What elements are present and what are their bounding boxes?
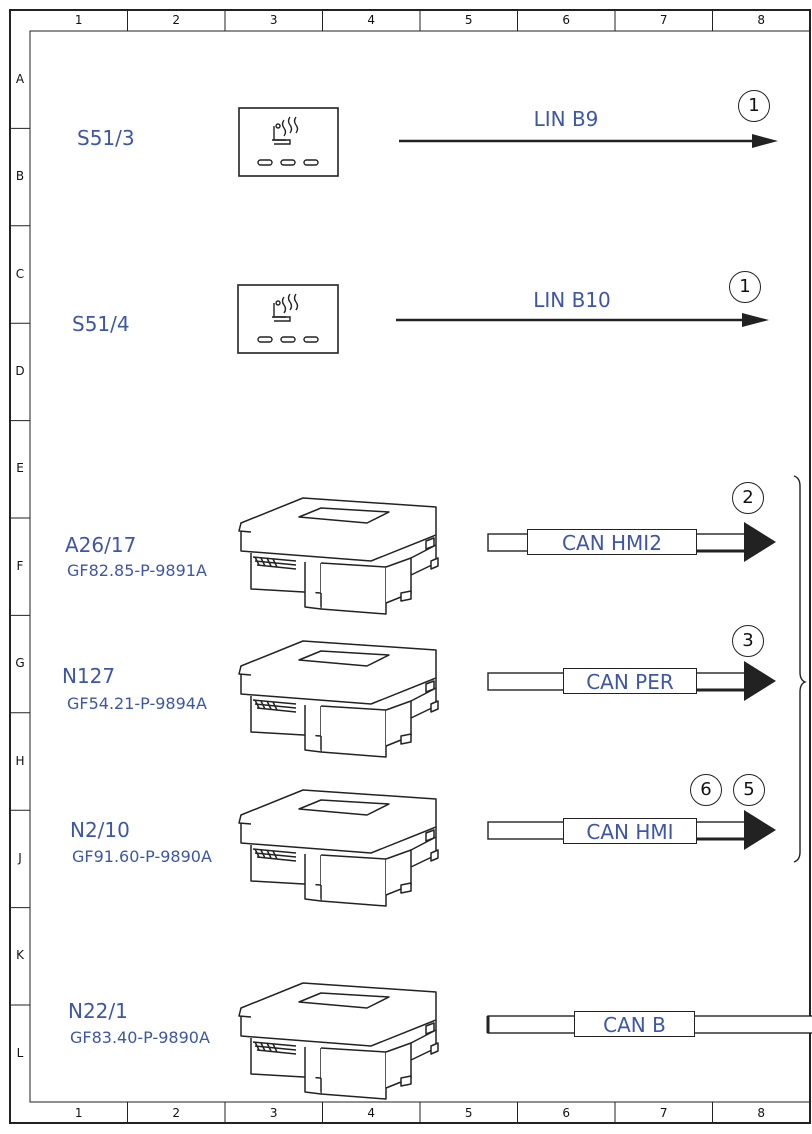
component-id-n22-1: N22/1	[68, 999, 128, 1023]
control-unit-n127-symbol	[238, 640, 439, 758]
grid-tick-lines	[10, 10, 713, 1123]
column-label-top: 6	[562, 13, 571, 27]
row-label: B	[15, 169, 25, 184]
column-label-bottom: 6	[562, 1106, 571, 1120]
control-unit-a26-17-symbol	[238, 497, 439, 615]
column-label-bottom: 2	[172, 1106, 181, 1120]
row-label: D	[15, 363, 25, 378]
column-label-top: 1	[74, 13, 83, 27]
component-id-s51-4: S51/4	[72, 312, 130, 336]
right-brace	[793, 475, 807, 863]
row-label: K	[16, 948, 24, 963]
row-label: C	[15, 266, 25, 281]
column-label-top: 7	[659, 13, 668, 27]
component-id-s51-3: S51/3	[77, 126, 135, 150]
lin-b9-line	[399, 134, 778, 148]
column-label-bottom: 7	[659, 1106, 668, 1120]
column-label-bottom: 1	[74, 1106, 83, 1120]
bus-label-can-hmi: CAN HMI	[563, 818, 697, 844]
component-ref-a26-17[interactable]: GF82.85-P-9891A	[67, 561, 207, 580]
marker-circle-can-hmi-b: 5	[733, 774, 765, 806]
seat-heating-icon	[272, 116, 299, 145]
component-id-a26-17: A26/17	[65, 533, 137, 557]
component-ref-n2-10[interactable]: GF91.60-P-9890A	[72, 847, 212, 866]
column-label-bottom: 8	[757, 1106, 766, 1120]
indicator-leds	[257, 336, 319, 343]
column-label-top: 8	[757, 13, 766, 27]
row-label: E	[16, 461, 24, 476]
row-label: J	[18, 850, 22, 865]
row-label: H	[15, 753, 25, 768]
bus-label-can-b: CAN B	[574, 1011, 695, 1037]
marker-circle-can-hmi-a: 6	[690, 774, 722, 806]
marker-circle-lin-b9: 1	[738, 90, 770, 122]
row-label: A	[15, 71, 25, 86]
row-label: L	[16, 1045, 24, 1060]
bus-label-lin-b9: LIN B9	[533, 107, 599, 131]
marker-circle-can-hmi2: 2	[732, 482, 764, 514]
switch-s51-4-symbol	[237, 284, 339, 354]
marker-circle-can-per: 3	[732, 625, 764, 657]
bus-label-can-per: CAN PER	[563, 668, 697, 694]
column-label-top: 4	[367, 13, 376, 27]
control-unit-n22-1-symbol	[238, 982, 439, 1100]
seat-heating-icon	[272, 293, 299, 322]
column-label-top: 2	[172, 13, 181, 27]
marker-circle-lin-b10: 1	[729, 271, 761, 303]
indicator-leds	[257, 159, 319, 166]
column-label-bottom: 5	[464, 1106, 473, 1120]
column-label-bottom: 3	[269, 1106, 278, 1120]
column-label-bottom: 4	[367, 1106, 376, 1120]
switch-s51-3-symbol	[238, 107, 339, 177]
column-label-top: 3	[269, 13, 278, 27]
control-unit-n2-10-symbol	[238, 789, 439, 907]
component-ref-n22-1[interactable]: GF83.40-P-9890A	[70, 1028, 210, 1047]
row-label: G	[15, 656, 25, 671]
row-label: F	[16, 558, 24, 573]
component-ref-n127[interactable]: GF54.21-P-9894A	[67, 694, 207, 713]
component-id-n127: N127	[62, 664, 116, 688]
bus-label-can-hmi2: CAN HMI2	[527, 529, 697, 555]
component-id-n2-10: N2/10	[70, 818, 130, 842]
bus-label-lin-b10: LIN B10	[533, 288, 611, 312]
lin-b10-line	[396, 313, 769, 327]
column-label-top: 5	[464, 13, 473, 27]
